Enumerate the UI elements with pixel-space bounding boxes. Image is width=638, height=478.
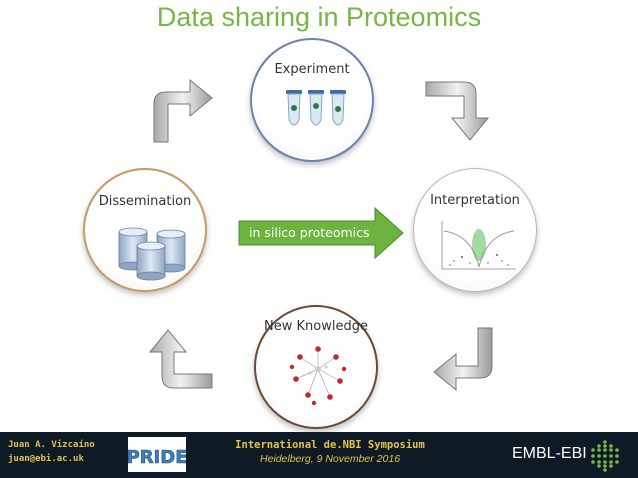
in-silico-arrow-icon <box>238 206 404 260</box>
pride-logo: PRIDE <box>126 437 188 472</box>
slide-title: Data sharing in Proteomics <box>156 2 482 32</box>
arrow-left-up-icon <box>148 329 213 389</box>
author-name: Juan A. Vizcaíno <box>8 440 95 450</box>
test-tubes-icon <box>286 90 346 126</box>
embl-ebi-text: EMBL-EBI <box>512 445 587 462</box>
new-knowledge-node: New Knowledge <box>254 305 378 429</box>
footer-bar <box>0 432 638 478</box>
volcano-plot-icon <box>441 221 516 270</box>
network-graph-icon <box>289 346 347 406</box>
interpretation-label: Interpretation <box>430 193 520 208</box>
in-silico-label: in silico proteomics <box>249 225 370 240</box>
dissemination-node: Dissemination <box>83 168 207 292</box>
dissemination-label: Dissemination <box>98 194 192 209</box>
arrow-up-right-icon <box>153 78 213 143</box>
embl-ebi-logo-icon <box>591 440 619 472</box>
arrow-down-left-icon <box>433 327 493 392</box>
new-knowledge-label: New Knowledge <box>264 319 368 334</box>
arrow-right-down-icon <box>425 81 490 141</box>
event-name: International de.NBI Symposium <box>235 439 425 451</box>
interpretation-node: Interpretation <box>413 168 537 292</box>
experiment-label: Experiment <box>274 62 350 77</box>
database-icon <box>118 227 186 281</box>
pride-logo-text: PRIDE <box>128 447 186 468</box>
event-date: Heidelberg, 9 November 2016 <box>259 453 401 465</box>
author-email: juan@ebi.ac.uk <box>8 454 84 464</box>
experiment-node: Experiment <box>250 38 374 162</box>
